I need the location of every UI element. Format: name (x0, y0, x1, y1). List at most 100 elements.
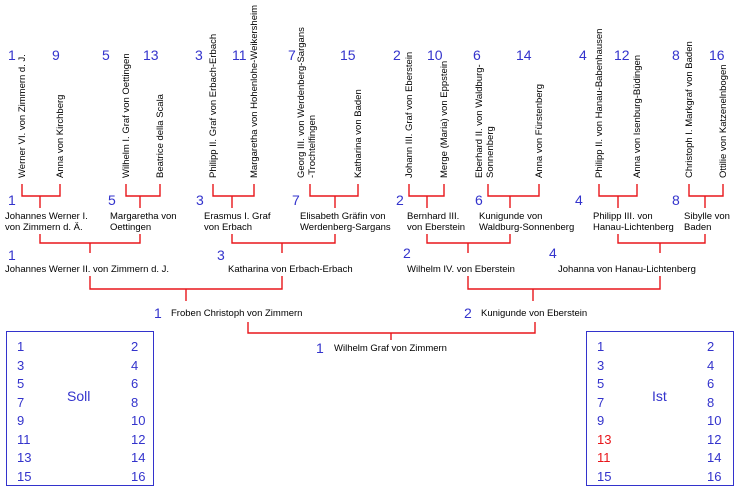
gen4-connector (309, 184, 359, 208)
gen4-number: 5 (102, 47, 110, 63)
gen1-name: Kunigunde von Eberstein (481, 308, 587, 319)
gen3-number: 6 (475, 192, 483, 208)
ahnen-number: 1 (597, 339, 605, 354)
ahnen-number: 16 (707, 468, 722, 484)
ahnen-number: 5 (17, 376, 25, 391)
gen2-number: 1 (8, 247, 16, 263)
ahnen-number: 15 (597, 468, 612, 484)
gen4-name: Philipp II. Graf von Erbach-Erbach (208, 34, 219, 178)
gen4-name: Eberhard II. von Waldburg- (474, 64, 485, 178)
ahnen-number: 11 (597, 450, 611, 465)
gen3-name: von Zimmern d. Ä. (5, 222, 83, 233)
gen4-connector (21, 184, 61, 208)
gen4-number: 13 (143, 47, 159, 63)
gen2-number: 4 (549, 245, 557, 261)
gen3-name: Philipp III. von (593, 211, 653, 222)
gen4-connector (408, 184, 445, 208)
gen3-name: Johannes Werner I. (5, 211, 88, 222)
gen4-connector (598, 184, 638, 208)
gen4-number: 14 (516, 47, 532, 63)
gen4-name: Christoph I. Markgraf von Baden (684, 41, 695, 178)
ahnen-number: 2 (707, 339, 715, 354)
gen3-name: Baden (684, 222, 711, 233)
gen3-name: Hanau-Lichtenberg (593, 222, 674, 233)
gen1-number: 2 (464, 305, 472, 321)
gen4-number: 16 (709, 47, 725, 63)
gen4-connector (212, 184, 255, 208)
gen3-number: 1 (8, 192, 16, 208)
gen4-number: 8 (672, 47, 680, 63)
gen4-number: 10 (427, 47, 443, 63)
gen2-number: 3 (217, 247, 225, 263)
ahnen-number: 3 (597, 357, 605, 373)
gen3-name: Sibylle von (684, 211, 730, 222)
ahnen-number: 6 (707, 376, 715, 391)
ahnen-number: 8 (707, 394, 715, 410)
ahnen-number: 8 (131, 394, 139, 410)
gen3-name: von Erbach (204, 222, 252, 233)
root-number: 1 (316, 340, 324, 356)
gen4-name: Georg III. von Werdenberg-Sargans (296, 27, 307, 178)
ahnen-number: 3 (17, 357, 25, 373)
connector-lines (21, 184, 724, 340)
ahnen-number: 12 (131, 431, 146, 447)
gen4-number: 12 (614, 47, 630, 63)
ahnen-number: 7 (17, 394, 25, 410)
gen3-name: Erasmus I. Graf (204, 211, 271, 222)
gen4-name: Merge (Maria) von Eppstein (439, 61, 450, 178)
gen4-number: 11 (232, 47, 247, 63)
ist-title: Ist (652, 388, 667, 404)
gen4-name: Katharina von Baden (353, 89, 364, 178)
ahnen-number: 11 (17, 431, 31, 447)
gen3-number: 5 (108, 192, 116, 208)
gen2-connector (89, 276, 283, 301)
gen3-name: Oettingen (110, 222, 151, 233)
gen3-number: 3 (196, 192, 204, 208)
gen4-number: 6 (473, 47, 481, 63)
gen4-name: Anna von Isenburg-Büdingen (632, 55, 643, 178)
gen4-connector (125, 184, 161, 208)
ahnen-number: 9 (17, 413, 25, 428)
soll-title: Soll (67, 388, 91, 404)
ahnen-number: 1 (17, 339, 25, 354)
gen3-number: 4 (575, 192, 583, 208)
ahnen-number: 16 (131, 468, 146, 484)
gen4-number: 7 (288, 47, 296, 63)
ahnen-number: 4 (707, 357, 715, 373)
gen1-connector (247, 322, 536, 340)
gen2-number: 2 (403, 245, 411, 261)
gen4-name: Anna von Kirchberg (55, 95, 66, 178)
root-name: Wilhelm Graf von Zimmern (334, 343, 447, 354)
gen4-number: 1 (8, 47, 16, 63)
ahnen-number: 6 (131, 376, 139, 391)
ahnen-number: 14 (707, 450, 722, 465)
gen4-name: Johann III. Graf von Eberstein (404, 52, 415, 178)
gen2-name: Johanna von Hanau-Lichtenberg (558, 264, 696, 275)
ahnen-number: 15 (17, 468, 32, 484)
gen2-name: Wilhelm IV. von Eberstein (407, 264, 515, 275)
gen3-name: Kunigunde von (479, 211, 542, 222)
ahnen-number: 14 (131, 450, 146, 465)
gen4-name: Philipp II. von Hanau-Babenhausen (594, 29, 605, 178)
gen4-name: Anna von Fürstenberg (534, 84, 545, 178)
ahnen-number: 13 (597, 431, 612, 447)
gen4-number: 4 (579, 47, 587, 63)
gen3-name: Margaretha von (110, 211, 177, 222)
gen4-number: 15 (340, 47, 356, 63)
gen1-number: 1 (154, 305, 162, 321)
gen3-name: Werdenberg-Sargans (300, 222, 391, 233)
gen3-name: Waldburg-Sonnenberg (479, 222, 574, 233)
ahnen-number: 5 (597, 376, 605, 391)
gen4-name: Wilhelm I. Graf von Oettingen (121, 53, 132, 178)
gen3-connector (617, 234, 706, 253)
ahnen-number: 10 (707, 413, 722, 428)
gen3-number: 2 (396, 192, 404, 208)
gen2-name: Katharina von Erbach-Erbach (228, 264, 353, 275)
gen4-name: Ottilie von Katzenelnbogen (718, 64, 729, 178)
gen3-connector (231, 234, 336, 253)
gen3-number: 8 (672, 192, 680, 208)
